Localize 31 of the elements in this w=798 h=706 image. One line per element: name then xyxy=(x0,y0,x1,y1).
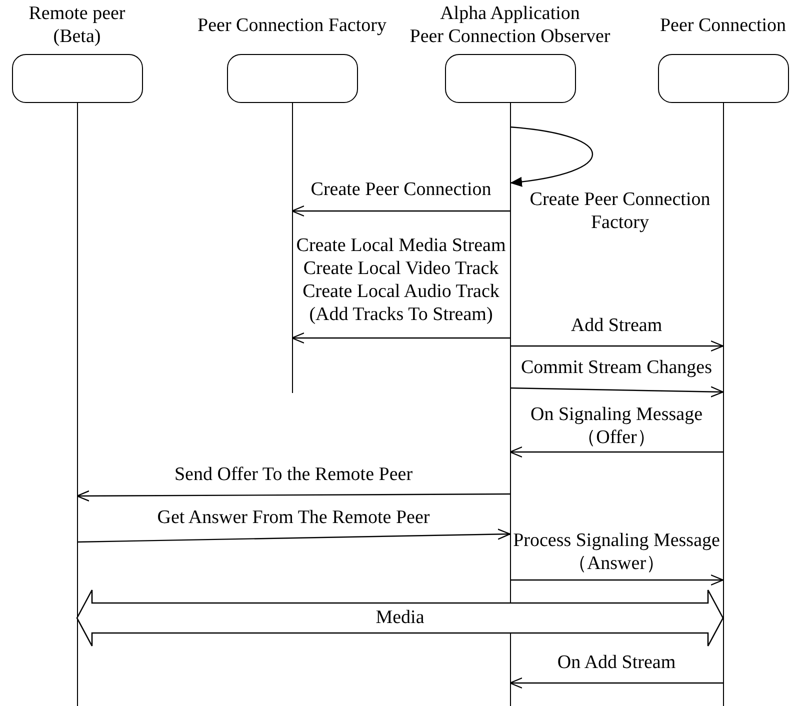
lifeline xyxy=(292,103,293,393)
message-label: Create Peer Connection Factory xyxy=(528,188,712,234)
participant-label: Peer Connection Observer xyxy=(410,25,610,48)
lifeline xyxy=(510,103,511,706)
message-label: On Add Stream xyxy=(557,651,676,674)
lifeline xyxy=(723,103,724,706)
message-arrow xyxy=(76,490,510,502)
message-label: Commit Stream Changes xyxy=(520,356,712,379)
message-arrow xyxy=(291,205,510,217)
participant-label: Remote peer (Beta) xyxy=(28,2,126,48)
participant-label: Peer Connection Factory xyxy=(198,14,386,36)
message-label: Media xyxy=(376,606,424,629)
message-arrow xyxy=(510,126,593,187)
message-label: Create Peer Connection xyxy=(310,178,492,201)
message-arrow xyxy=(510,340,724,352)
message-arrow xyxy=(509,677,723,689)
double-block-arrow xyxy=(76,589,724,647)
message-arrow xyxy=(510,574,724,586)
message-label: Get Answer From The Remote Peer xyxy=(157,506,430,529)
participant-label: Alpha Application xyxy=(440,2,580,25)
message-label: Process Signaling Message （Answer） xyxy=(512,529,721,575)
message-label: Add Stream xyxy=(570,314,662,337)
message-label: Send Offer To the Remote Peer xyxy=(174,463,413,486)
participant-label: Peer Connection xyxy=(660,14,786,36)
message-arrow xyxy=(509,446,723,458)
message-label: Create Local Media Stream Create Local Video Track Create Local Audio Track (Add Tracks To Stream) xyxy=(295,234,507,326)
lifeline xyxy=(77,103,78,706)
message-arrow xyxy=(76,528,511,543)
message-label: On Signaling Message （Offer） xyxy=(529,403,704,449)
message-arrow xyxy=(291,332,510,344)
message-arrow xyxy=(510,386,724,398)
